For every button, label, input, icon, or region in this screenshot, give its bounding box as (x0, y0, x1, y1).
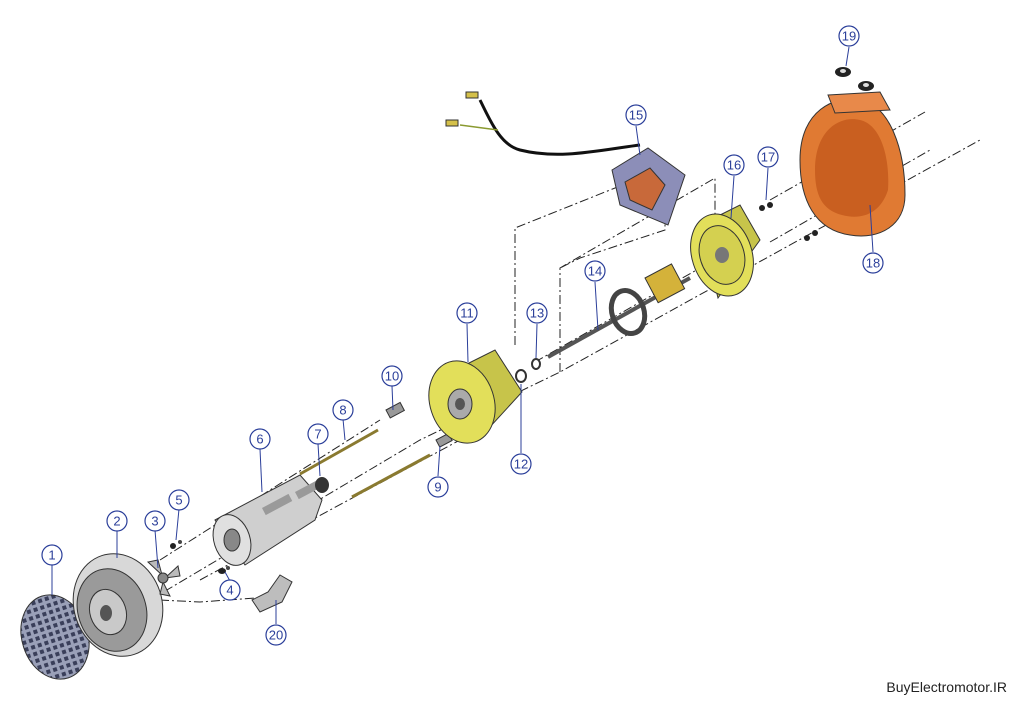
callout-11-label: 11 (460, 306, 474, 321)
part-2-fan-housing (72, 553, 164, 657)
callout-1-label: 1 (48, 548, 55, 563)
part-16-end-shield (690, 204, 761, 300)
watermark-text: BuyElectromotor.IR (886, 679, 1007, 695)
callout-8: 8 (332, 399, 354, 421)
callout-2: 2 (106, 510, 128, 532)
callout-16: 16 (723, 154, 745, 176)
part-15-stator (445, 91, 686, 226)
part-4-washer (218, 566, 230, 574)
part-7-bearing (315, 477, 329, 493)
callout-12-label: 12 (514, 457, 528, 472)
callout-4: 4 (219, 579, 241, 601)
callout-10-label: 10 (385, 369, 399, 384)
callout-14-label: 14 (588, 264, 602, 279)
part-13-washer (531, 358, 541, 370)
callout-12: 12 (510, 453, 532, 475)
callout-14: 14 (584, 260, 606, 282)
callout-20-label: 20 (269, 628, 283, 643)
callout-7: 7 (307, 423, 329, 445)
part-18-shroud (799, 91, 906, 237)
callout-1: 1 (41, 544, 63, 566)
part-17-washers (759, 202, 818, 241)
callout-5-label: 5 (175, 493, 182, 508)
callout-7-label: 7 (314, 427, 321, 442)
callout-9-label: 9 (434, 480, 441, 495)
callout-5: 5 (168, 489, 190, 511)
part-10-brush-holder (385, 401, 406, 419)
callout-6-label: 6 (256, 432, 263, 447)
part-3-impeller (146, 559, 181, 597)
callout-9: 9 (427, 476, 449, 498)
part-20-elbow-fitting (251, 574, 293, 613)
callout-10: 10 (381, 365, 403, 387)
part-8-tie-rods (299, 428, 431, 499)
callout-20: 20 (265, 624, 287, 646)
callout-3-label: 3 (151, 514, 158, 529)
callout-17-label: 17 (761, 150, 775, 165)
callout-2-label: 2 (113, 514, 120, 529)
callout-13-label: 13 (530, 306, 544, 321)
callout-11: 11 (456, 302, 478, 324)
callout-4-label: 4 (226, 583, 233, 598)
callout-16-label: 16 (727, 158, 741, 173)
part-14-armature (547, 263, 691, 359)
callout-19-label: 19 (842, 29, 856, 44)
callout-8-label: 8 (339, 403, 346, 418)
callout-18: 18 (862, 252, 884, 274)
callout-18-label: 18 (866, 256, 880, 271)
callout-leaders (51, 46, 874, 624)
callout-6: 6 (249, 428, 271, 450)
callout-13: 13 (526, 302, 548, 324)
callout-3: 3 (144, 510, 166, 532)
elbow-path (159, 597, 256, 603)
callout-19: 19 (838, 25, 860, 47)
part-11-bracket-housing (428, 349, 523, 444)
part-19-caps (835, 67, 874, 91)
part-5-washer (170, 540, 182, 549)
callout-15: 15 (625, 104, 647, 126)
callout-15-label: 15 (629, 108, 643, 123)
callout-17: 17 (757, 146, 779, 168)
part-12-washer (515, 369, 527, 383)
part-6-end-frame (212, 474, 323, 566)
